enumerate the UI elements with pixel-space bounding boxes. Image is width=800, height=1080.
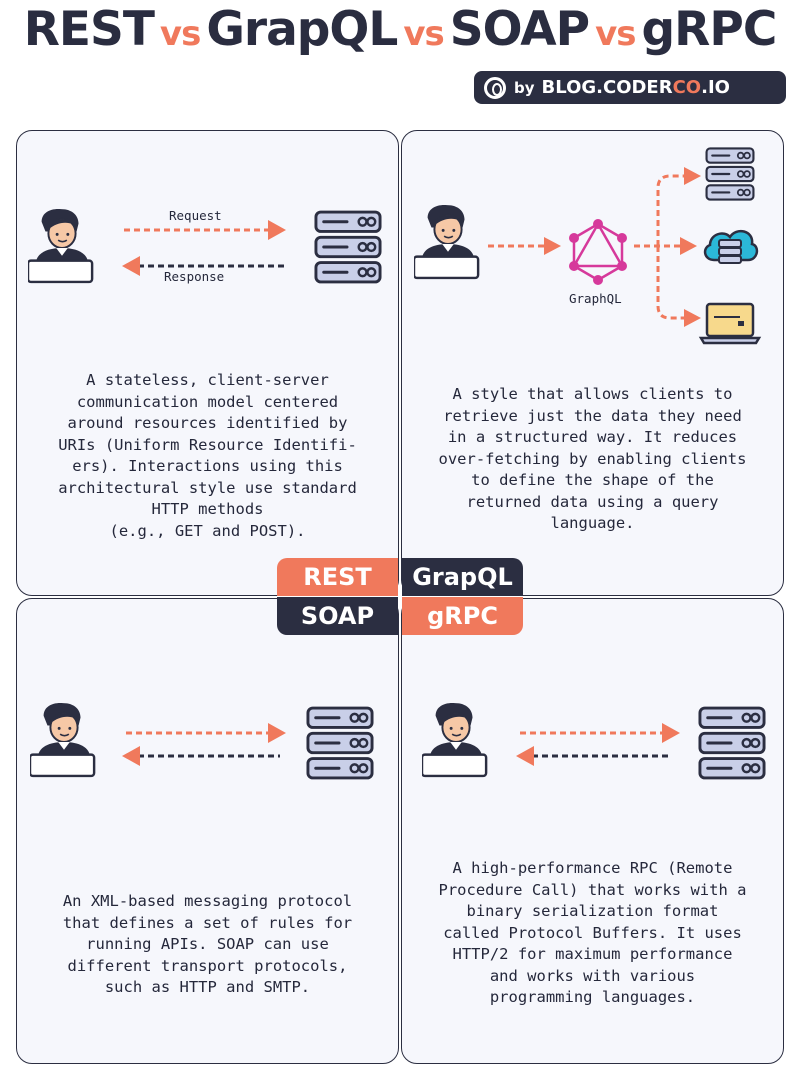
laptop-icon <box>698 302 762 345</box>
graphql-hub-label: GraphQL <box>569 291 622 306</box>
brand-name-accent: CO <box>672 77 702 98</box>
graphql-card <box>401 130 784 596</box>
brand-name-main: BLOG.CODER <box>541 77 673 98</box>
title-soap: SOAP <box>449 2 590 57</box>
brand-name-end: .IO <box>701 77 730 98</box>
rest-description: A stateless, client-server communication… <box>58 371 357 540</box>
coderco-logo-icon <box>484 76 506 99</box>
soap-description: An XML-based messaging protocol that def… <box>62 892 353 996</box>
tag-rest: REST <box>277 558 398 596</box>
graphql-description: A style that allows clients to retrieve … <box>438 385 747 532</box>
title-vs-3: vs <box>595 14 636 54</box>
grpc-card <box>401 598 784 1064</box>
rest-response-label: Response <box>164 269 225 284</box>
brand-by: by <box>514 78 535 97</box>
title-vs-1: vs <box>159 14 201 54</box>
rest-card <box>16 130 399 596</box>
tag-graphql: GrapQL <box>402 558 523 596</box>
tag-soap: SOAP <box>277 597 398 635</box>
graphql-logo-icon <box>569 219 627 285</box>
title-graphql: GrapQL <box>206 2 398 57</box>
rest-request-label: Request <box>169 208 222 223</box>
title-vs-2: vs <box>403 14 444 54</box>
title-grpc: gRPC <box>641 2 778 57</box>
title-rest: REST <box>23 2 155 57</box>
grpc-description: A high-performance RPC (Remote Procedure… <box>438 859 747 1006</box>
cloud-database-icon <box>703 229 759 264</box>
soap-card <box>16 598 399 1064</box>
tag-grpc: gRPC <box>402 597 523 635</box>
